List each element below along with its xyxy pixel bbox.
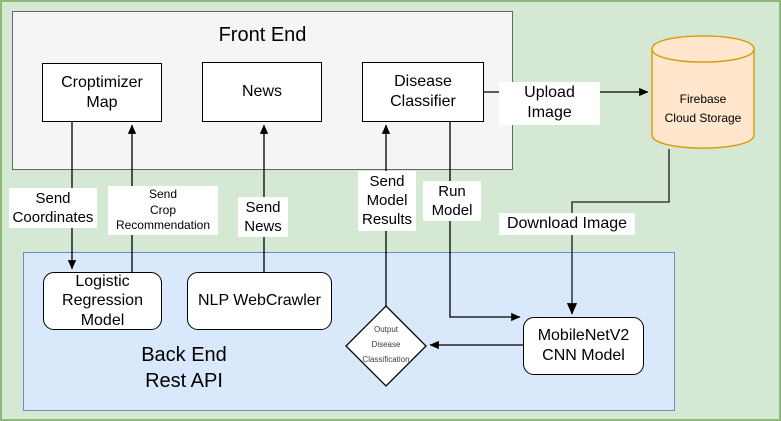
- firebase-cloud-storage-label: Firebase Cloud Storage: [664, 92, 742, 125]
- back-end-title: Back End Rest API: [141, 344, 227, 392]
- node-disease-classifier: Disease Classifier: [362, 62, 484, 122]
- edge-label-download-image: Download Image: [499, 213, 635, 236]
- edge-label-run-model: Run Model: [423, 181, 481, 222]
- node-output-disease-classification: Output Disease Classification: [345, 305, 427, 387]
- diamond-label: Output Disease Classification: [362, 325, 410, 364]
- edge-label-send-crop-recommendation: Send Crop Recommendation: [108, 186, 218, 235]
- node-nlp-webcrawler: NLP WebCrawler: [187, 272, 332, 330]
- diamond-shape: [345, 305, 427, 387]
- front-end-title: Front End: [218, 24, 307, 46]
- node-firebase-cloud-storage: Firebase Cloud Storage: [651, 35, 755, 149]
- node-logistic-regression-model: Logistic Regression Model: [43, 272, 162, 330]
- node-news: News: [202, 62, 322, 122]
- edge-label-send-news: Send News: [238, 197, 288, 238]
- edge-label-upload-image: Upload Image: [499, 82, 600, 125]
- node-mobilenetv2-cnn-model: MobileNetV2 CNN Model: [523, 317, 644, 375]
- cylinder-shape: [651, 35, 755, 149]
- edge-label-send-model-results: Send Model Results: [358, 171, 416, 231]
- edge-label-send-coordinates: Send Coordinates: [9, 188, 97, 229]
- node-croptimizer-map: Croptimizer Map: [42, 63, 162, 122]
